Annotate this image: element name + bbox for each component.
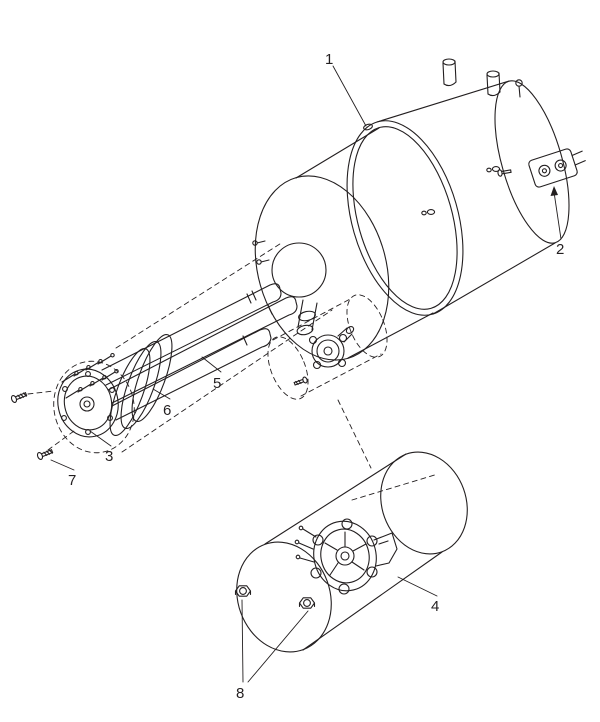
callout-8: 8 — [236, 685, 245, 702]
thermostat-bracket — [497, 148, 586, 188]
heating-element-tubes — [101, 283, 298, 421]
pump-small-screw — [293, 376, 308, 386]
callout-2: 2 — [556, 241, 565, 258]
flange-screw-lower — [36, 449, 54, 460]
element-flange — [57, 352, 119, 438]
tank-cylinder — [252, 58, 570, 361]
mounting-nuts — [234, 585, 316, 609]
thermostat-screw — [497, 169, 512, 177]
leader-lines — [50, 65, 562, 683]
callout-5: 5 — [213, 375, 222, 392]
projection-lines — [27, 241, 333, 454]
callout-4: 4 — [431, 598, 440, 615]
callout-6: 6 — [163, 402, 172, 419]
lower-cylinder — [236, 451, 468, 653]
detail-enclosure-dashed — [267, 294, 388, 469]
pump-assembly — [294, 518, 398, 595]
callout-1: 1 — [325, 51, 334, 68]
coil-element — [109, 333, 173, 437]
callout-3: 3 — [105, 448, 114, 465]
pump-small — [308, 326, 355, 370]
callout-7: 7 — [68, 472, 77, 489]
flange-screw-upper — [10, 392, 28, 403]
